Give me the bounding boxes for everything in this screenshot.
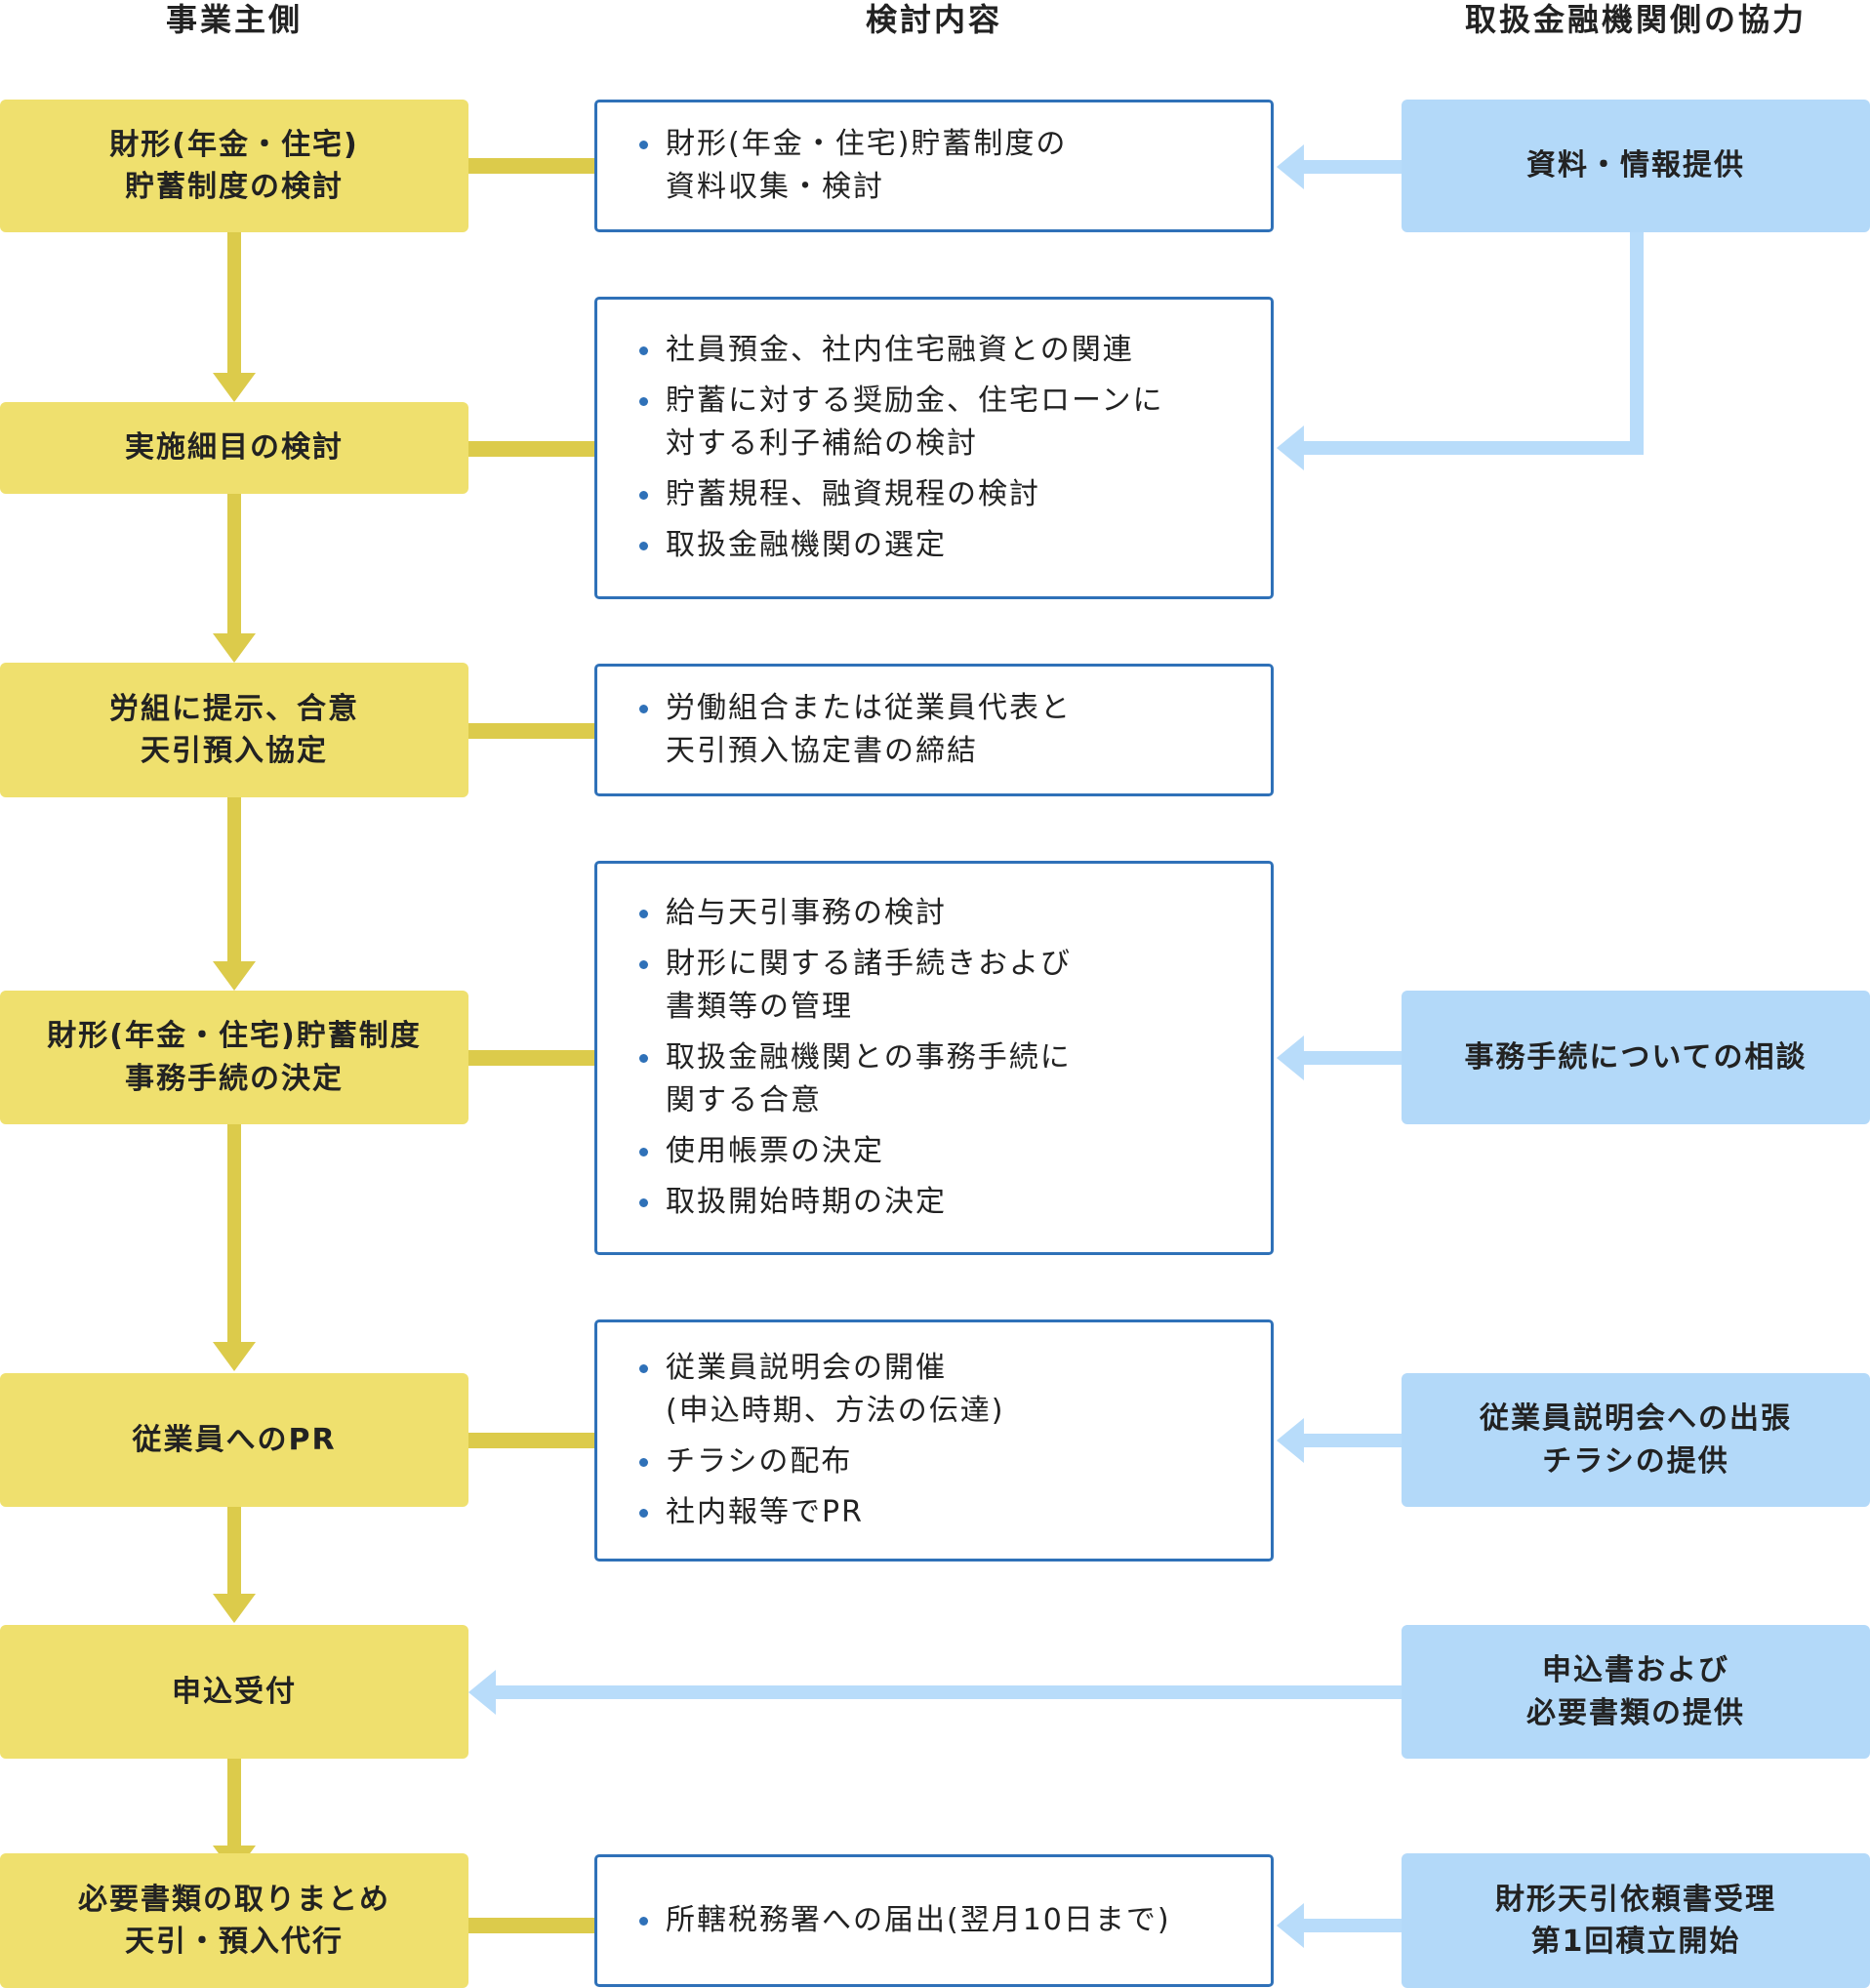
step-content-connector [468,723,594,739]
step-arrow [213,1124,256,1371]
content-item: 取扱金融機関の選定 [639,524,1251,567]
step-content-connector [468,158,594,174]
support-box: 事務手続についての相談 [1402,991,1870,1124]
step-box: 従業員へのPR [0,1373,468,1507]
content-item: 所轄税務署への届出(翌月10日まで) [639,1899,1251,1942]
support-label: 従業員説明会への出張 チラシの提供 [1480,1401,1792,1479]
support-label: 財形天引依頼書受理 第1回積立開始 [1495,1882,1776,1960]
content-item: 取扱金融機関との事務手続に 関する合意 [639,1036,1251,1122]
step-content-connector [468,1918,594,1933]
content-list: 財形(年金・住宅)貯蓄制度の 資料収集・検討 [639,115,1251,217]
header-employer: 事業主側 [165,1,303,38]
step-arrow [213,797,256,991]
step-content-connector [468,1433,594,1448]
step-box: 財形(年金・住宅) 貯蓄制度の検討 [0,100,468,232]
support-label: 申込書および 必要書類の提供 [1526,1653,1745,1730]
content-list: 社員預金、社内住宅融資との関連 貯蓄に対する奨励金、住宅ローンに 対する利子補給… [639,321,1251,575]
support-arrow [1277,1903,1402,1948]
support-arrow [1277,144,1402,189]
support-arrow [1277,1418,1402,1463]
content-item: 社員預金、社内住宅融資との関連 [639,329,1251,372]
support-box: 資料・情報提供 [1402,100,1870,232]
content-box: 社員預金、社内住宅融資との関連 貯蓄に対する奨励金、住宅ローンに 対する利子補給… [594,297,1274,599]
content-item: チラシの配布 [639,1440,1251,1483]
content-list: 労働組合または従業員代表と 天引預入協定書の締結 [639,679,1251,781]
content-item: 貯蓄規程、融資規程の検討 [639,473,1251,516]
support-label: 事務手続についての相談 [1464,1039,1808,1075]
step-content-connector [468,441,594,457]
content-item: 給与天引事務の検討 [639,892,1251,935]
content-list: 従業員説明会の開催 (申込時期、方法の伝達) チラシの配布 社内報等でPR [639,1339,1251,1542]
step-label: 申込受付 [172,1674,297,1709]
step-box: 労組に提示、合意 天引預入協定 [0,663,468,797]
step-arrow [213,232,256,402]
support-arrow [468,1670,1402,1715]
content-list: 給与天引事務の検討 財形に関する諸手続きおよび 書類等の管理 取扱金融機関との事… [639,884,1251,1232]
content-item: 従業員説明会の開催 (申込時期、方法の伝達) [639,1347,1251,1433]
content-item: 財形に関する諸手続きおよび 書類等の管理 [639,943,1251,1029]
step-box: 必要書類の取りまとめ 天引・預入代行 [0,1853,468,1988]
step-label: 労組に提示、合意 天引預入協定 [109,691,359,769]
support-label: 資料・情報提供 [1526,148,1745,183]
support-box: 財形天引依頼書受理 第1回積立開始 [1402,1853,1870,1988]
content-item: 社内報等でPR [639,1491,1251,1534]
content-list: 所轄税務署への届出(翌月10日まで) [639,1891,1251,1950]
step-content-connector [468,1050,594,1066]
content-box: 労働組合または従業員代表と 天引預入協定書の締結 [594,664,1274,796]
content-item: 使用帳票の決定 [639,1130,1251,1173]
step-label: 財形(年金・住宅)貯蓄制度 事務手続の決定 [47,1019,422,1096]
content-item: 取扱開始時期の決定 [639,1181,1251,1224]
step-label: 必要書類の取りまとめ 天引・預入代行 [78,1882,390,1960]
step-arrow [213,1507,256,1623]
content-box: 従業員説明会の開催 (申込時期、方法の伝達) チラシの配布 社内報等でPR [594,1319,1274,1562]
support-box: 従業員説明会への出張 チラシの提供 [1402,1373,1870,1507]
support-arrow [1277,1035,1402,1080]
header-bank: 取扱金融機関側の協力 [1464,1,1807,38]
content-item: 労働組合または従業員代表と 天引預入協定書の締結 [639,687,1251,773]
support-arrow [1277,232,1644,470]
step-box: 申込受付 [0,1625,468,1759]
step-label: 実施細目の検討 [125,430,344,466]
header-content: 検討内容 [865,1,1002,38]
content-box: 所轄税務署への届出(翌月10日まで) [594,1854,1274,1987]
step-box: 財形(年金・住宅)貯蓄制度 事務手続の決定 [0,991,468,1124]
step-box: 実施細目の検討 [0,402,468,494]
step-label: 財形(年金・住宅) 貯蓄制度の検討 [109,127,359,205]
support-box: 申込書および 必要書類の提供 [1402,1625,1870,1759]
content-item: 財形(年金・住宅)貯蓄制度の 資料収集・検討 [639,123,1251,209]
content-box: 財形(年金・住宅)貯蓄制度の 資料収集・検討 [594,100,1274,232]
content-box: 給与天引事務の検討 財形に関する諸手続きおよび 書類等の管理 取扱金融機関との事… [594,861,1274,1255]
content-item: 貯蓄に対する奨励金、住宅ローンに 対する利子補給の検討 [639,380,1251,466]
step-arrow [213,494,256,663]
step-label: 従業員へのPR [132,1422,337,1457]
